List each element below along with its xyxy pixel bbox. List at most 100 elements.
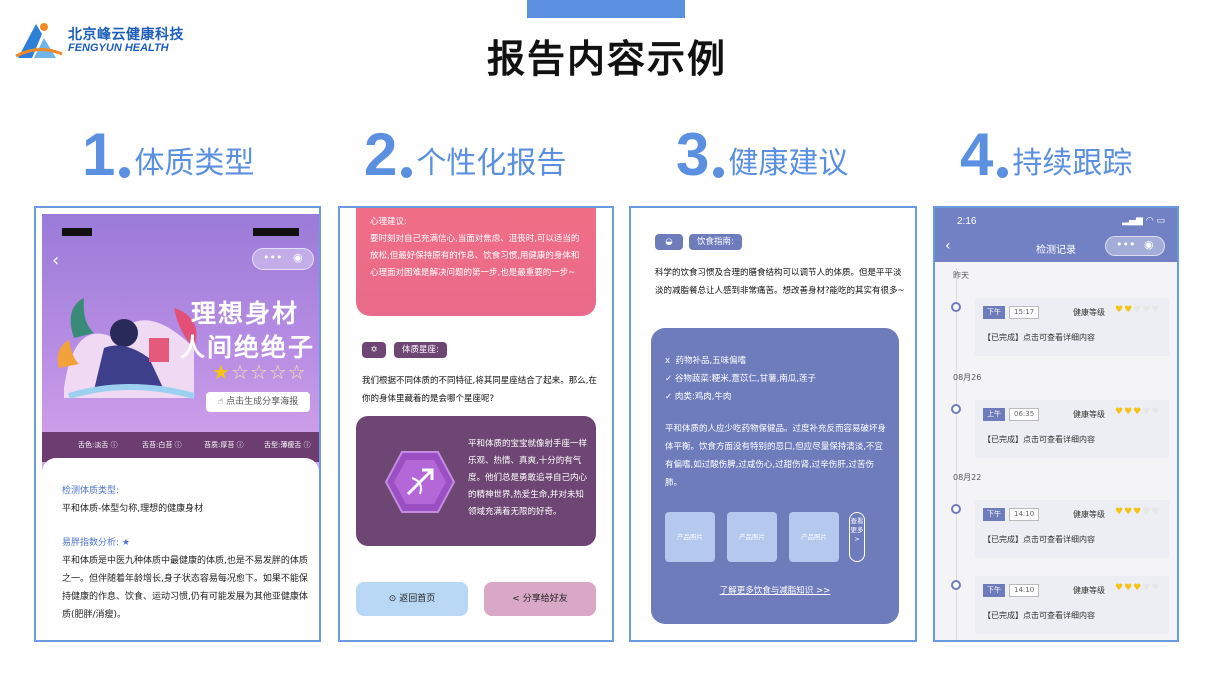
share-icon: < xyxy=(512,594,520,604)
grade-label: 健康等级 xyxy=(1073,410,1105,419)
heart-icon: ♥ xyxy=(1115,305,1125,315)
tongue-tag[interactable]: 舌型:薄瘦舌 ⓘ xyxy=(264,441,311,449)
chevron-left-icon[interactable]: ‹ xyxy=(945,238,951,254)
top-accent-bar xyxy=(527,0,685,18)
record-ampm: 下午 xyxy=(983,306,1005,319)
record-date: 08月22 xyxy=(953,473,982,482)
heart-icon: ♥ xyxy=(1142,507,1152,517)
heart-icon: ♥ xyxy=(1133,583,1143,593)
section-number: 2 xyxy=(364,121,398,188)
personal-report-card: 心理建议: 要时刻对自己充满信心,当面对焦虑、沮丧时,可以适当的放松,但最好保持… xyxy=(338,206,614,642)
diet-item: x 药物补品,五味偏嗜 xyxy=(665,356,747,366)
psych-advice-title: 心理建议: xyxy=(370,217,407,227)
record-message: 【已完成】点击可查看详细内容 xyxy=(983,535,1095,544)
miniapp-capsule[interactable]: ••• ◉ xyxy=(1105,236,1165,256)
grade-hearts: ♥♥♥♥♥ xyxy=(1115,305,1160,315)
share-friend-button[interactable]: < 分享给好友 xyxy=(484,582,596,616)
star-icon: ☆ xyxy=(287,360,307,384)
section-number: 4 xyxy=(960,121,994,188)
heart-icon: ♥ xyxy=(1142,407,1152,417)
logo-mark-icon xyxy=(15,23,63,58)
tongue-tag[interactable]: 苔质:厚苔 ⓘ xyxy=(204,441,244,449)
record-clock: 06:35 xyxy=(1009,408,1040,421)
close-circle-icon[interactable]: ◉ xyxy=(293,251,303,264)
heart-icon: ♥ xyxy=(1124,507,1134,517)
diet-paragraph: 平和体质的人应少吃药物保健品。过度补充反而容易破坏身体平衡。饮食方面没有特别的忌… xyxy=(665,424,887,488)
grade-hearts: ♥♥♥♥♥ xyxy=(1115,407,1160,417)
brand-name-cn: 北京峰云健康科技 xyxy=(68,27,184,43)
product-photo[interactable]: 产品照片 xyxy=(789,512,839,562)
record-item[interactable]: 下午 14:10 健康等级 ♥♥♥♥♥ 【已完成】点击可查看详细内容 xyxy=(975,500,1169,558)
record-message: 【已完成】点击可查看详细内容 xyxy=(983,333,1095,342)
sagittarius-badge-icon xyxy=(384,451,456,513)
more-dots-icon[interactable]: ••• xyxy=(1116,238,1136,251)
heart-icon: ♥ xyxy=(1133,305,1143,315)
heart-icon: ♥ xyxy=(1133,407,1143,417)
fat-index-label: 易胖指数分析: ★ xyxy=(62,538,130,548)
section-label: 个性化报告 xyxy=(416,146,567,181)
heart-icon: ♥ xyxy=(1133,507,1143,517)
health-advice-card: ◒ 饮食指南: 科学的饮食习惯及合理的膳食结构可以调节人的体质。但是平平淡淡的减… xyxy=(629,206,917,642)
home-button[interactable]: ⊙ 返回首页 xyxy=(356,582,468,616)
detect-value: 平和体质-体型匀称,理想的健康身材 xyxy=(62,504,204,514)
info-icon: ⓘ xyxy=(110,441,118,449)
heart-icon: ♥ xyxy=(1151,583,1161,593)
diet-item: ✓ 肉类:鸡肉,牛肉 xyxy=(665,392,732,402)
diet-guide-chip: 饮食指南: xyxy=(689,234,742,250)
status-time: 2:16 xyxy=(957,216,977,227)
record-clock: 14:10 xyxy=(1009,508,1040,521)
view-more-button[interactable]: 查看更多 > xyxy=(849,512,865,562)
heart-icon: ♥ xyxy=(1151,507,1161,517)
record-item[interactable]: 下午 15:17 健康等级 ♥♥♥♥♥ 【已完成】点击可查看详细内容 xyxy=(975,298,1169,356)
miniapp-capsule[interactable]: ••• ◉ xyxy=(252,248,314,270)
hero-banner: ‹ ••• ◉ 理想身材 人间绝绝子 ★☆☆☆☆ ☝ 点击生成分享海报 xyxy=(42,214,319,472)
chevron-left-icon[interactable]: ‹ xyxy=(52,250,60,271)
diet-intro: 科学的饮食习惯及合理的膳食结构可以调节人的体质。但是平平淡淡的减脂餐总让人感到非… xyxy=(655,268,905,296)
headline-2: 人间绝绝子 xyxy=(179,333,315,362)
heart-icon: ♥ xyxy=(1124,583,1134,593)
diet-panel: x 药物补品,五味偏嗜 ✓ 谷物蔬菜:粳米,薏苡仁,甘薯,南瓜,莲子 ✓ 肉类:… xyxy=(651,328,899,624)
record-item[interactable]: 下午 14:10 健康等级 ♥♥♥♥♥ 【已完成】点击可查看详细内容 xyxy=(975,576,1169,634)
star-icon: ☆ xyxy=(249,360,269,384)
product-photo[interactable]: 产品照片 xyxy=(727,512,777,562)
share-poster-button[interactable]: ☝ 点击生成分享海报 xyxy=(206,392,310,412)
info-icon: ⓘ xyxy=(303,441,311,449)
bowl-icon: ◒ xyxy=(655,234,683,250)
status-icons: ▂▄▆ ◠ ▭ xyxy=(1122,216,1165,226)
zodiac-description: 平和体质的宝宝就像射手座一样乐观、热情、真爽,十分的有气度。他们总是勇敢追寻自己… xyxy=(468,439,588,517)
product-photo[interactable]: 产品照片 xyxy=(665,512,715,562)
learn-more-link[interactable]: 了解更多饮食与减脂知识 >> xyxy=(719,586,831,596)
psych-advice-body: 要时刻对自己充满信心,当面对焦虑、沮丧时,可以适当的放松,但最好保持原有的作息、… xyxy=(370,234,580,278)
close-circle-icon[interactable]: ◉ xyxy=(1144,238,1154,251)
psych-advice-panel xyxy=(356,208,596,316)
zodiac-intro: 我们根据不同体质的不同特征,将其同星座结合了起来。那么,在你的身体里藏着的是会哪… xyxy=(362,376,597,404)
info-icon: ⓘ xyxy=(174,441,182,449)
record-item[interactable]: 上午 06:35 健康等级 ♥♥♥♥♥ 【已完成】点击可查看详细内容 xyxy=(975,400,1169,458)
star-icon: ☆ xyxy=(268,360,288,384)
section-label: 持续跟踪 xyxy=(1012,146,1133,181)
tongue-tag[interactable]: 舌色:淡舌 ⓘ xyxy=(78,441,118,449)
record-date: 昨天 xyxy=(953,271,969,280)
status-bar-left xyxy=(62,228,92,236)
record-message: 【已完成】点击可查看详细内容 xyxy=(983,611,1095,620)
records-header: 2:16 ▂▄▆ ◠ ▭ ‹ 检测记录 ••• ◉ xyxy=(935,208,1177,262)
status-bar-right xyxy=(253,228,299,236)
section-heading-4: 4 持续跟踪 xyxy=(960,122,1132,192)
grade-hearts: ♥♥♥♥♥ xyxy=(1115,583,1160,593)
info-icon: ⓘ xyxy=(236,441,244,449)
tongue-tag[interactable]: 舌苔:白苔 ⓘ xyxy=(142,441,182,449)
record-clock: 14:10 xyxy=(1009,584,1040,597)
section-heading-2: 2 个性化报告 xyxy=(364,122,566,192)
battery-icon: ▭ xyxy=(1156,216,1165,226)
section-dot xyxy=(401,167,413,178)
heart-icon: ♥ xyxy=(1115,407,1125,417)
star-icon: ★ xyxy=(212,360,231,384)
more-dots-icon[interactable]: ••• xyxy=(263,251,283,264)
heart-icon: ♥ xyxy=(1115,507,1125,517)
heart-icon: ♥ xyxy=(1124,305,1134,315)
record-ampm: 上午 xyxy=(983,408,1005,421)
timeline-dot xyxy=(951,504,961,514)
grade-label: 健康等级 xyxy=(1073,510,1105,519)
